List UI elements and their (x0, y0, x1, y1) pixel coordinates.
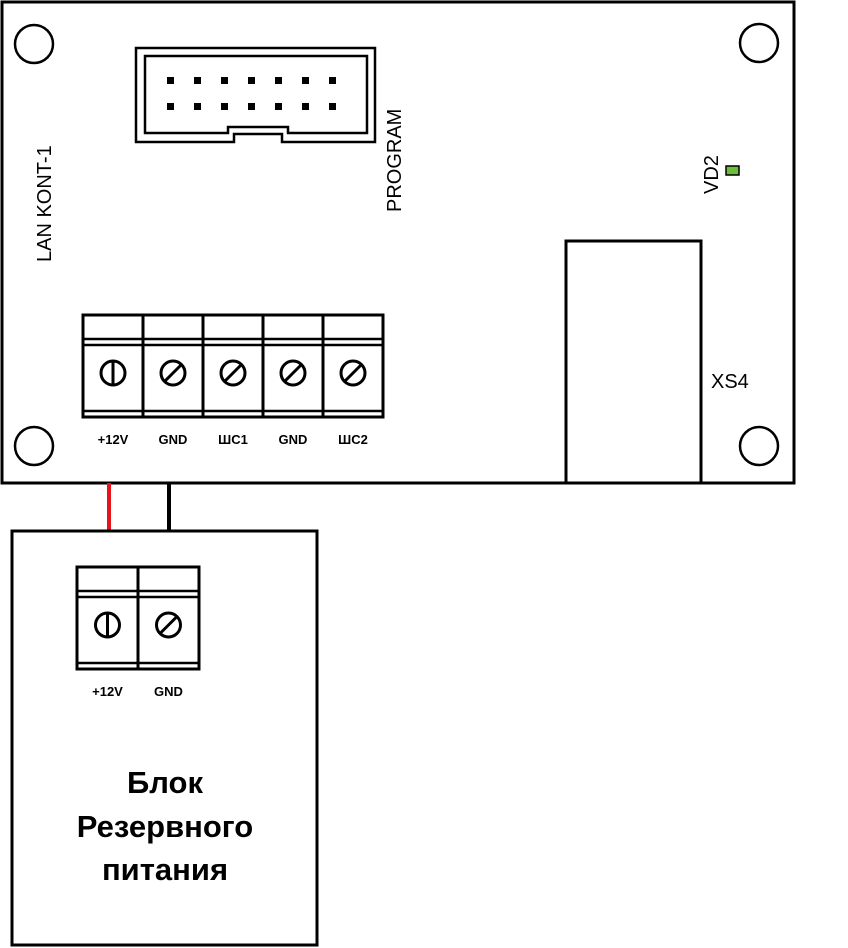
board-terminal-label-3: GND (279, 432, 308, 447)
header-pin (275, 77, 282, 84)
terminal-screw-icon (94, 611, 121, 639)
terminal-screw-icon (339, 359, 367, 387)
header-pin (167, 77, 174, 84)
xs4-connector (564, 239, 703, 485)
board-terminal-label-2: ШС1 (218, 432, 248, 447)
mounting-hole-top-left (13, 23, 55, 65)
terminal-screw-icon (219, 359, 247, 387)
board-name-label: LAN KONT-1 (34, 145, 56, 262)
led-indicator (725, 165, 740, 176)
terminal-screw-icon (159, 359, 187, 387)
header-pin (302, 77, 309, 84)
psu-title-line-2: Резервного (77, 809, 253, 844)
psu-terminal-label-1: GND (154, 684, 183, 699)
board-terminal-label-4: ШС2 (338, 432, 368, 447)
psu-title-line-3: питания (102, 852, 228, 887)
board-terminal-block: +12V GND ШС1 GND ШС2 (81, 313, 385, 447)
header-pin (221, 103, 228, 110)
mounting-hole-bottom-right (738, 425, 780, 467)
header-pin (194, 103, 201, 110)
header-pin (248, 103, 255, 110)
led-label: VD2 (701, 155, 723, 194)
mounting-hole-top-right (738, 22, 780, 64)
header-pin (194, 77, 201, 84)
header-pin (221, 77, 228, 84)
header-pin (167, 103, 174, 110)
terminal-screw-icon (99, 359, 127, 387)
mounting-hole-bottom-left (13, 425, 55, 467)
psu-terminal-label-0: +12V (92, 684, 123, 699)
header-pin (275, 103, 282, 110)
header-pin (248, 77, 255, 84)
psu-terminal-block: +12V GND (75, 565, 201, 699)
terminal-screw-icon (155, 611, 182, 639)
header-pin (329, 77, 336, 84)
header-pin (329, 103, 336, 110)
board-terminal-label-0: +12V (98, 432, 129, 447)
psu-title-line-1: Блок (127, 765, 204, 800)
header-pin (302, 103, 309, 110)
board-terminal-label-1: GND (159, 432, 188, 447)
program-header-connector (134, 46, 377, 144)
terminal-screw-icon (279, 359, 307, 387)
xs4-label: XS4 (711, 371, 749, 393)
header-pins (167, 77, 336, 110)
program-label: PROGRAM (384, 109, 406, 212)
